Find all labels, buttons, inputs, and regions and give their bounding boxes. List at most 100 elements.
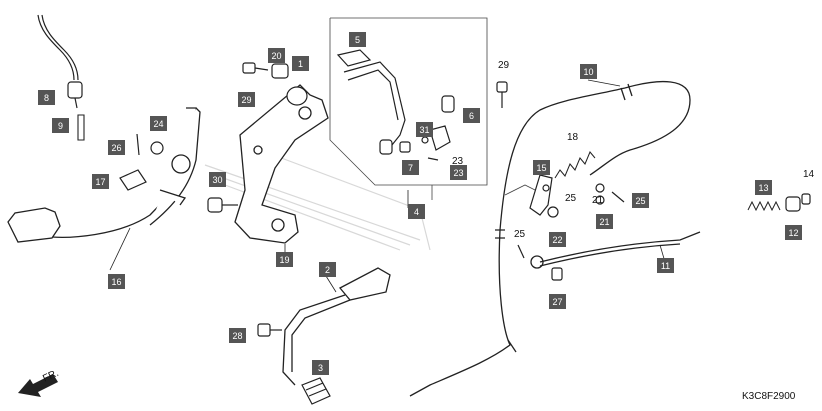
plain-label-25: 25 xyxy=(565,193,577,204)
part-label-box xyxy=(209,172,226,187)
part-label-text: 22 xyxy=(552,235,562,245)
part-label-text: 29 xyxy=(241,95,251,105)
part-label-box xyxy=(755,180,772,195)
plain-part-labels: 14 18 21 23 25 25 29 xyxy=(452,60,815,240)
nut-12 xyxy=(785,193,811,212)
part-label-21: 21 xyxy=(596,214,613,229)
part-label-1: 1 xyxy=(292,56,309,71)
part-label-text: 10 xyxy=(583,67,593,77)
part-label-text: 1 xyxy=(298,59,303,69)
part-label-text: 12 xyxy=(788,228,798,238)
part-label-20: 20 xyxy=(268,48,285,63)
part-label-box xyxy=(268,48,285,63)
part-label-text: 26 xyxy=(111,143,121,153)
part-label-box xyxy=(38,90,55,105)
part-label-text: 16 xyxy=(111,277,121,287)
part-label-box xyxy=(408,204,425,219)
part-label-box xyxy=(450,165,467,180)
part-label-8: 8 xyxy=(38,90,55,105)
part-label-box xyxy=(416,122,433,137)
part-label-text: 2 xyxy=(325,265,330,275)
part-label-23: 23 xyxy=(450,165,467,180)
part-label-text: 19 xyxy=(279,255,289,265)
brake-pedal-16 xyxy=(7,107,201,243)
part-label-2: 2 xyxy=(319,262,336,277)
spring-13 xyxy=(747,200,781,212)
brake-rod-11 xyxy=(530,231,701,269)
part-label-7: 7 xyxy=(402,160,419,175)
part-label-box xyxy=(463,108,480,123)
part-label-9: 9 xyxy=(52,118,69,133)
part-label-text: 28 xyxy=(232,331,242,341)
brake-cable-10 xyxy=(409,80,691,397)
part-labels: 1234567891011121315161719202122232425262… xyxy=(38,32,802,375)
part-label-text: 31 xyxy=(419,125,429,135)
part-label-30: 30 xyxy=(209,172,226,187)
part-label-17: 17 xyxy=(92,174,109,189)
part-label-31: 31 xyxy=(416,122,433,137)
part-label-text: 24 xyxy=(153,119,163,129)
part-label-box xyxy=(229,328,246,343)
part-label-text: 3 xyxy=(318,363,323,373)
plain-label-25: 25 xyxy=(514,229,526,240)
bracket-19 xyxy=(234,84,329,244)
part-label-box xyxy=(632,193,649,208)
part-label-box xyxy=(276,252,293,267)
part-label-box xyxy=(533,160,550,175)
plain-label-18: 18 xyxy=(567,132,579,143)
front-arrow: FR. xyxy=(18,368,60,397)
part-label-box xyxy=(92,174,109,189)
plain-label-14: 14 xyxy=(803,169,815,180)
part-label-text: 23 xyxy=(453,168,463,178)
part-label-text: 6 xyxy=(469,111,474,121)
part-label-box xyxy=(402,160,419,175)
part-label-box xyxy=(785,225,802,240)
part-label-text: 17 xyxy=(95,177,105,187)
spring-17 xyxy=(119,169,147,191)
part-label-text: 11 xyxy=(661,261,670,271)
part-label-24: 24 xyxy=(150,116,167,131)
part-label-6: 6 xyxy=(463,108,480,123)
part-label-box xyxy=(596,214,613,229)
rubber-3 xyxy=(301,377,331,405)
plain-label-23: 23 xyxy=(452,156,464,167)
brand-watermark xyxy=(204,149,431,251)
switch-8 xyxy=(37,14,83,109)
part-label-text: 13 xyxy=(758,183,768,193)
diagram-code: K3C8F2900 xyxy=(742,391,796,402)
part-label-28: 28 xyxy=(229,328,246,343)
part-label-25: 25 xyxy=(632,193,649,208)
part-label-11: 11 xyxy=(657,258,674,273)
part-9 xyxy=(77,114,85,141)
part-label-text: 7 xyxy=(408,163,413,173)
gear-lever-2 xyxy=(282,267,391,386)
part-label-19: 19 xyxy=(276,252,293,267)
part-label-3: 3 xyxy=(312,360,329,375)
part-label-26: 26 xyxy=(108,140,125,155)
lever-15 xyxy=(529,174,559,218)
part-label-text: 9 xyxy=(58,121,63,131)
part-label-box xyxy=(549,232,566,247)
pins-right xyxy=(517,183,625,281)
part-label-box xyxy=(52,118,69,133)
part-label-box xyxy=(312,360,329,375)
spring-18 xyxy=(554,151,596,179)
part-label-text: 20 xyxy=(271,51,281,61)
part-label-text: 21 xyxy=(599,217,609,227)
part-label-box xyxy=(319,262,336,277)
part-label-box xyxy=(580,64,597,79)
part-label-box xyxy=(150,116,167,131)
plain-label-29: 29 xyxy=(498,60,510,71)
part-label-text: 25 xyxy=(635,196,645,206)
part-label-27: 27 xyxy=(549,294,566,309)
part-label-text: 15 xyxy=(536,163,546,173)
part-label-box xyxy=(549,294,566,309)
part-label-15: 15 xyxy=(533,160,550,175)
part-label-10: 10 xyxy=(580,64,597,79)
part-label-text: 27 xyxy=(552,297,562,307)
inset-parts xyxy=(336,49,508,161)
part-label-text: 8 xyxy=(44,93,49,103)
part-label-12: 12 xyxy=(785,225,802,240)
bolt-26 xyxy=(136,133,164,156)
